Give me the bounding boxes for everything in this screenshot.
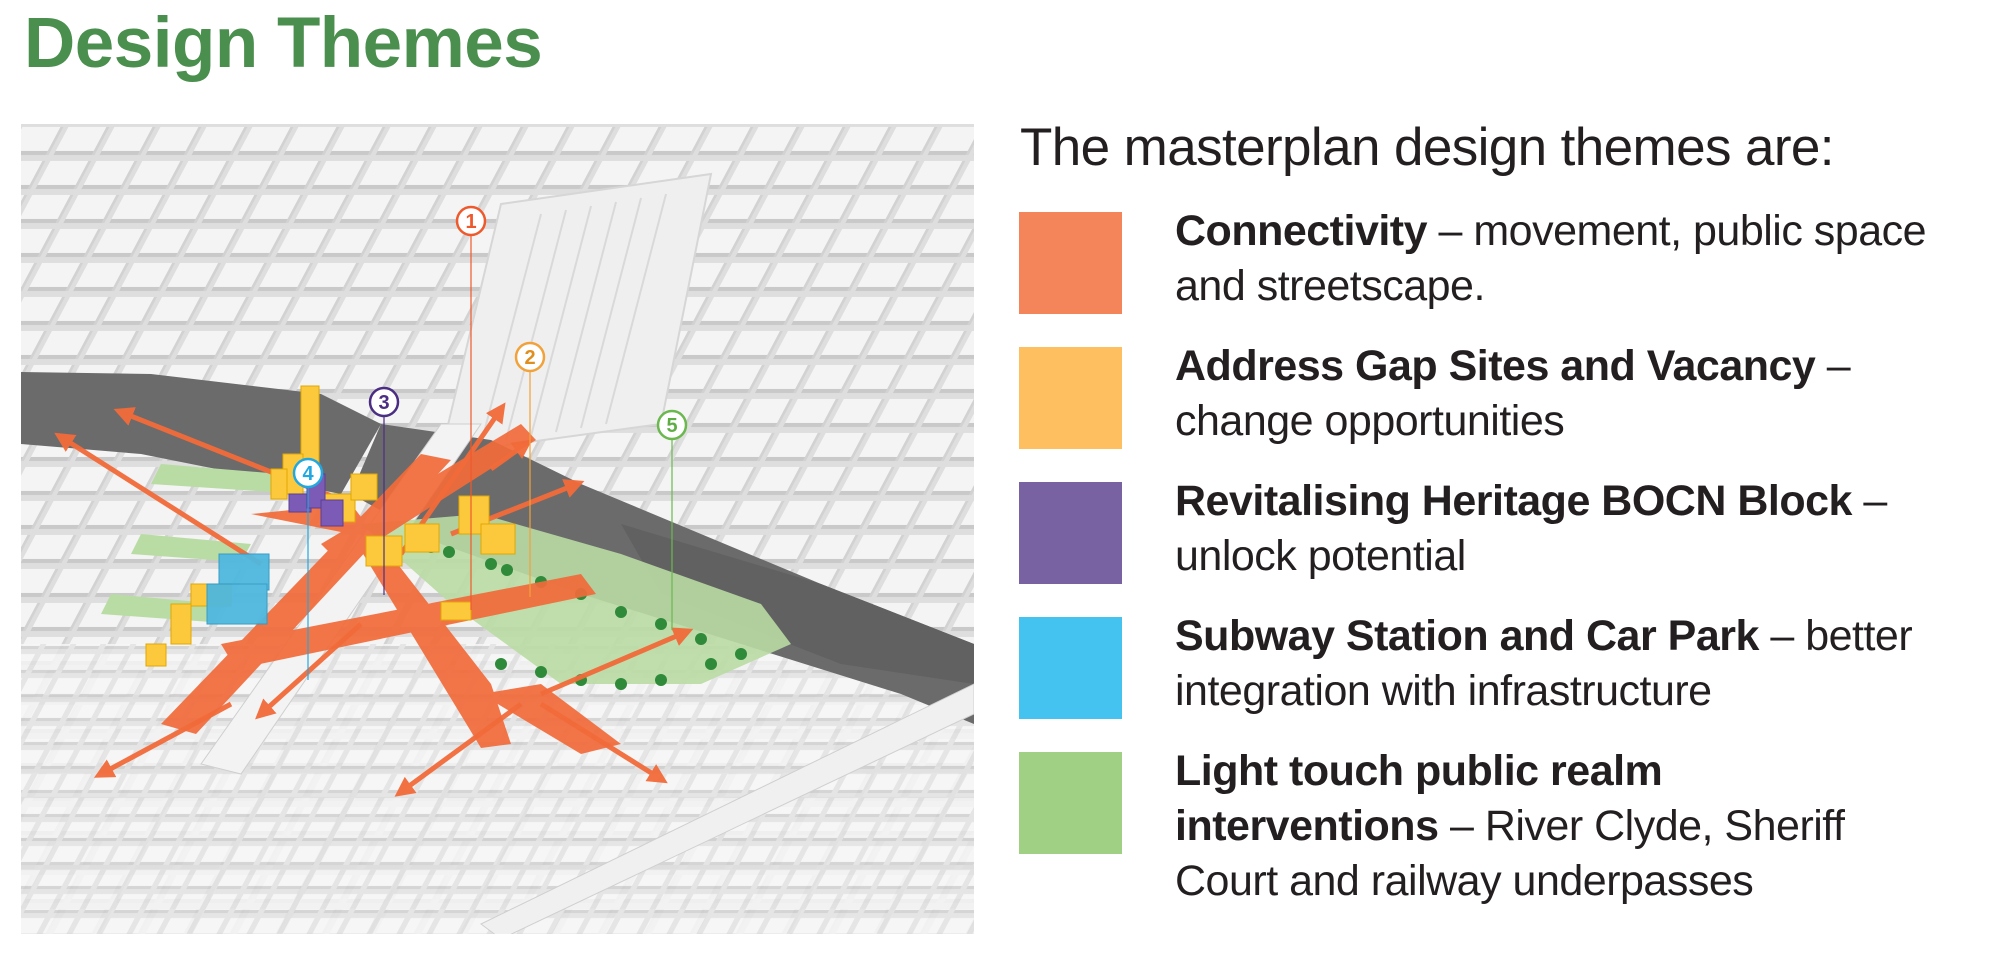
theme-text: Connectivity – movement, public space an… — [1175, 207, 1927, 310]
theme-text: Revitalising Heritage BOCN Block – unloc… — [1175, 477, 1887, 580]
marker-1: 1 — [455, 205, 487, 237]
theme-title: Address Gap Sites and Vacancy — [1175, 342, 1816, 390]
marker-5: 5 — [656, 409, 688, 441]
color-swatch-orange — [1019, 212, 1122, 314]
theme-title: Light touch public realm interventions — [1175, 747, 1663, 850]
theme-title: Revitalising Heritage BOCN Block — [1175, 477, 1852, 525]
city-model-illustration: 1 2 3 4 5 — [21, 124, 974, 934]
svg-text:1: 1 — [465, 211, 476, 233]
theme-item-subway: Subway Station and Car Park – better int… — [1019, 612, 2000, 752]
svg-text:5: 5 — [666, 415, 677, 437]
theme-description: change opportunities — [1175, 397, 1565, 445]
theme-item-connectivity: Connectivity – movement, public space an… — [1019, 207, 2000, 347]
theme-description: unlock potential — [1175, 532, 1466, 580]
theme-item-gap-sites: Address Gap Sites and Vacancy – change o… — [1019, 342, 2000, 482]
theme-title: Subway Station and Car Park — [1175, 612, 1759, 660]
marker-2: 2 — [514, 341, 546, 373]
theme-description: movement, public space and streetscape. — [1175, 207, 1927, 310]
masterplan-map: 1 2 3 4 5 — [21, 124, 974, 934]
theme-description: River Clyde, Sheriff Court and railway u… — [1175, 802, 1845, 905]
svg-text:4: 4 — [302, 463, 314, 485]
color-swatch-green — [1019, 752, 1122, 854]
themes-intro: The masterplan design themes are: — [1020, 118, 1835, 177]
color-swatch-purple — [1019, 482, 1122, 584]
theme-text: Address Gap Sites and Vacancy – change o… — [1175, 342, 1851, 445]
marker-leader-lines — [307, 236, 673, 680]
marker-4: 4 — [292, 457, 324, 489]
theme-text: Light touch public realm interventions –… — [1175, 747, 1845, 905]
design-themes-legend: Connectivity – movement, public space an… — [1019, 207, 2000, 905]
theme-item-heritage: Revitalising Heritage BOCN Block – unloc… — [1019, 477, 2000, 617]
theme-title: Connectivity — [1175, 207, 1428, 255]
theme-text: Subway Station and Car Park – better int… — [1175, 612, 1913, 715]
color-swatch-yellow — [1019, 347, 1122, 449]
page-title: Design Themes — [24, 4, 543, 83]
theme-description: better integration with infrastructure — [1175, 612, 1913, 715]
svg-text:2: 2 — [524, 347, 535, 369]
color-swatch-blue — [1019, 617, 1122, 719]
theme-item-public-realm: Light touch public realm interventions –… — [1019, 747, 2000, 905]
marker-3: 3 — [368, 386, 400, 418]
svg-text:3: 3 — [378, 392, 389, 414]
